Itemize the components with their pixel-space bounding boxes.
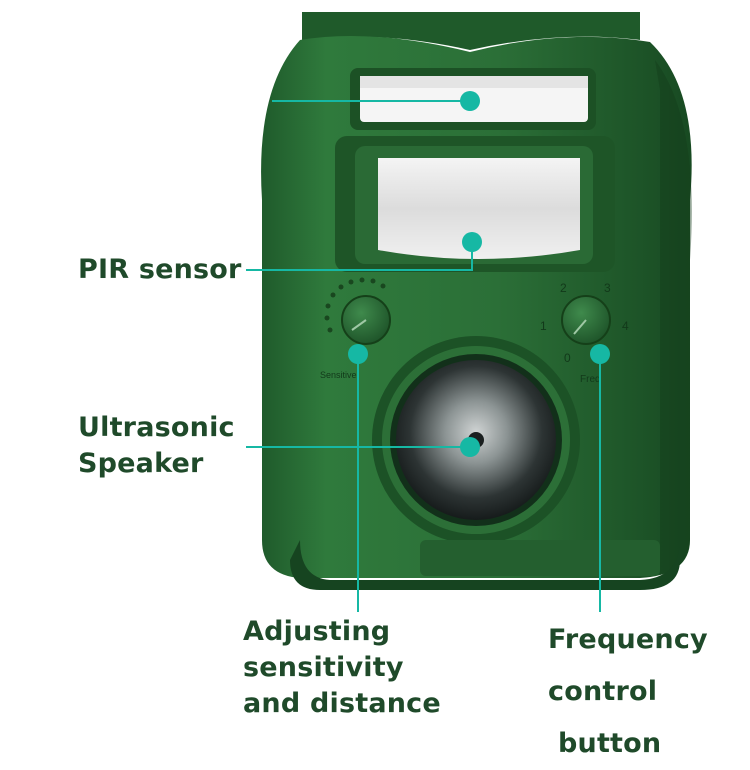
knob-left-label: Sensitive	[320, 370, 357, 380]
frequency-control-label: Frequency control button	[548, 614, 708, 770]
svg-text:2: 2	[560, 281, 567, 295]
label-line: control	[548, 676, 658, 707]
label-line: Speaker	[78, 448, 204, 479]
device-top-cap	[302, 12, 640, 50]
pir-sensor-label: PIR sensor	[78, 254, 242, 285]
svg-text:4: 4	[622, 319, 629, 333]
product-photo: Sensitive 0 1 2 3 4 Freq	[78, 12, 708, 759]
callout-dots	[348, 91, 610, 457]
label-line: Ultrasonic	[78, 412, 235, 443]
ultrasonic-speaker-label: Ultrasonic Speaker	[78, 410, 235, 482]
label-line: and distance	[243, 688, 441, 719]
device-illustration: Sensitive 0 1 2 3 4 Freq	[246, 12, 692, 612]
label-line: button	[558, 728, 662, 759]
sensitivity-scale-dots	[324, 277, 386, 333]
svg-text:0: 0	[564, 351, 571, 365]
pir-lens	[378, 158, 580, 259]
label-line: sensitivity	[243, 652, 404, 683]
knob-right-label: Freq	[580, 374, 601, 385]
svg-text:3: 3	[604, 281, 611, 295]
label-line: Frequency	[548, 624, 708, 655]
svg-text:1: 1	[540, 319, 547, 333]
label-line: Adjusting	[243, 616, 391, 647]
adjusting-sensitivity-label: Adjusting sensitivity and distance	[243, 614, 441, 722]
frequency-scale: 0 1 2 3 4	[540, 281, 629, 365]
